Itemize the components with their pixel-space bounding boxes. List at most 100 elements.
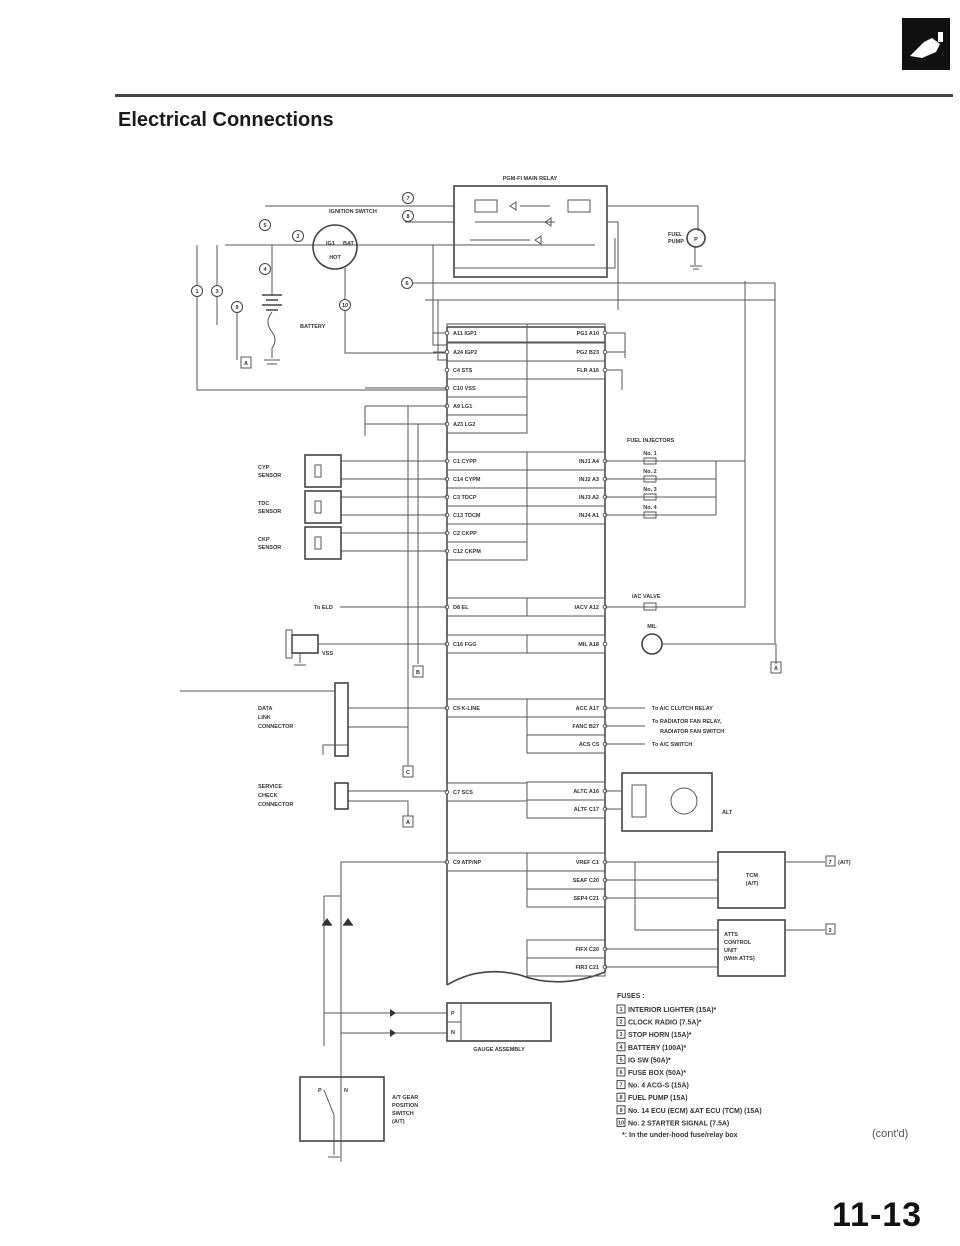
ecm-terminal-right: FIFX C20 (526, 939, 608, 959)
scs-label: SERVICE (258, 784, 282, 790)
ecm-terminal-label: FIR3 C21 (575, 965, 599, 971)
injector-label: No. 4 (643, 505, 657, 511)
vss-sensor: VSS (285, 629, 447, 666)
ecm-terminal-label: INJ3 A2 (579, 495, 599, 501)
mil-lamp: MIL (641, 624, 777, 664)
iac-valve (643, 602, 657, 611)
ecm-terminal-left: C10 VSS (444, 378, 528, 398)
ecm-terminal-left: C12 CKPM (444, 541, 528, 561)
ground-ref-letter: A (244, 361, 248, 367)
ecm-terminal-right: INJ3 A2 (526, 487, 608, 507)
ecm-terminal-right: ALTF C17 (526, 799, 608, 819)
tdc-sensor-label: TDC (258, 501, 269, 507)
ecm-terminal-left: C1 CYPP (444, 451, 528, 471)
fuse-ref: 8 (402, 210, 414, 222)
ecm-terminal-right: INJ2 A3 (526, 469, 608, 489)
gear-switch-label-4: (A/T) (392, 1119, 405, 1125)
fuse-footnote: *: In the under-hood fuse/relay box (622, 1132, 738, 1139)
ecm-terminal-left: C13 TDCM (444, 505, 528, 525)
gear-position-switch: P N A/T GEAR POSITION SWITCH (A/T) (299, 1076, 418, 1158)
ecm-terminal-label: PG1 A10 (577, 331, 599, 337)
fuse-number: 2 (619, 1020, 622, 1026)
continued-note: (cont'd) (872, 1128, 909, 1140)
to-ac-clutch-relay: To A/C CLUTCH RELAY (652, 706, 713, 712)
fuse-ref: 9 (231, 301, 243, 313)
fuel-pump-label: FUEL (668, 232, 683, 238)
fuse-ref-number: 6 (405, 281, 408, 287)
mil-label: MIL (647, 624, 657, 630)
ecm-terminal-left: C16 FGG (444, 634, 528, 654)
fuse-number: 5 (619, 1057, 622, 1063)
ecm-terminal-label: C12 CKPM (453, 549, 481, 555)
vss-label: VSS (322, 651, 333, 657)
ign-terminal-ig1: IG1 (326, 241, 335, 247)
ecm-terminal-label: ACS C5 (579, 742, 599, 748)
fuse-ref-number: 4 (263, 267, 267, 273)
tdc-sensor-label-2: SENSOR (258, 509, 281, 515)
fuse-legend-title: FUSES : (617, 993, 645, 1000)
ecm-terminal-label: A9 LG1 (453, 404, 472, 410)
fuse-number: 9 (619, 1108, 622, 1114)
ecm-terminal-right: FANC B27 (526, 716, 608, 736)
dlc-label-3: CONNECTOR (258, 724, 293, 730)
dlc-label-2: LINK (258, 715, 271, 721)
ecm-terminal-left: C4 STS (444, 360, 528, 380)
ckp-sensor-label-2: SENSOR (258, 545, 281, 551)
ground-ref-letter: B (416, 670, 420, 676)
ecm-terminal-right: ALTC A16 (526, 781, 608, 801)
ecm-terminal-label: C16 FGG (453, 642, 477, 648)
ignition-switch: IGNITION SWITCH IG1 BAT HOT (312, 209, 377, 270)
scs-label-2: CHECK (258, 793, 278, 799)
fuse-ref-number: 3 (215, 289, 218, 295)
data-link-connector: DATA LINK CONNECTOR (180, 682, 447, 757)
alternator: ALT (605, 772, 733, 832)
ecm-terminal-left: A9 LG1 (444, 396, 528, 416)
service-check-connector: SERVICE CHECK CONNECTOR (258, 782, 447, 816)
fuse-ref: 4 (259, 263, 271, 275)
injector-label: No. 3 (643, 487, 656, 493)
fuse-text: BATTERY (100A)* (628, 1045, 686, 1052)
ecm-terminal-right: INJ1 A4 (526, 451, 608, 471)
ecm-terminal-label: A23 LG2 (453, 422, 475, 428)
ecm-terminal-label: MIL A18 (578, 642, 599, 648)
ign-position-hot: HOT (329, 255, 341, 261)
fuse-number: 6 (619, 1070, 622, 1076)
ecm-terminal-label: INJ4 A1 (579, 513, 599, 519)
ckp-sensor-label: CKP (258, 537, 270, 543)
header-rule (115, 94, 953, 97)
fuel-pump-symbol: P (694, 237, 698, 243)
fuel-injector: No. 1 (605, 451, 716, 465)
fuel-pump-label-2: PUMP (668, 239, 684, 245)
ckp-sensor: CKP SENSOR (258, 526, 342, 560)
ecm-terminal-label: C7 SCS (453, 790, 473, 796)
cyp-sensor-label-2: SENSOR (258, 473, 281, 479)
fuse-ref-number: 5 (263, 223, 266, 229)
tcm: TCM (A/T) 7 (A/T) (717, 851, 851, 909)
ecm-terminal-label: ALTF C17 (574, 807, 599, 813)
ecm-terminal-label: A24 IGP2 (453, 350, 477, 356)
dlc-label: DATA (258, 706, 272, 712)
ecm-terminal-label: SEP4 C21 (573, 896, 599, 902)
cyp-sensor-label: CYP (258, 465, 270, 471)
ignition-switch-label: IGNITION SWITCH (329, 209, 377, 215)
atts-label-2: CONTROL (724, 940, 752, 946)
ecm-terminal-label: ALTC A16 (573, 789, 599, 795)
scs-label-3: CONNECTOR (258, 802, 293, 808)
fuel-injector: No. 2 (605, 469, 716, 483)
fuse-ref: 1 (191, 285, 203, 297)
ecm-terminal-right: PG2 B23 (526, 342, 608, 362)
ecm-terminal-label: C10 VSS (453, 386, 476, 392)
fuse-text: No. 2 STARTER SIGNAL (7.5A) (628, 1120, 729, 1127)
ground-ref-letter: A (774, 666, 778, 672)
ground-ref: B (412, 665, 424, 678)
ecm-terminal-right: PG1 A10 (526, 323, 608, 343)
battery: BATTERY (262, 294, 326, 365)
ecm-terminal-right: ACS C5 (526, 734, 608, 754)
